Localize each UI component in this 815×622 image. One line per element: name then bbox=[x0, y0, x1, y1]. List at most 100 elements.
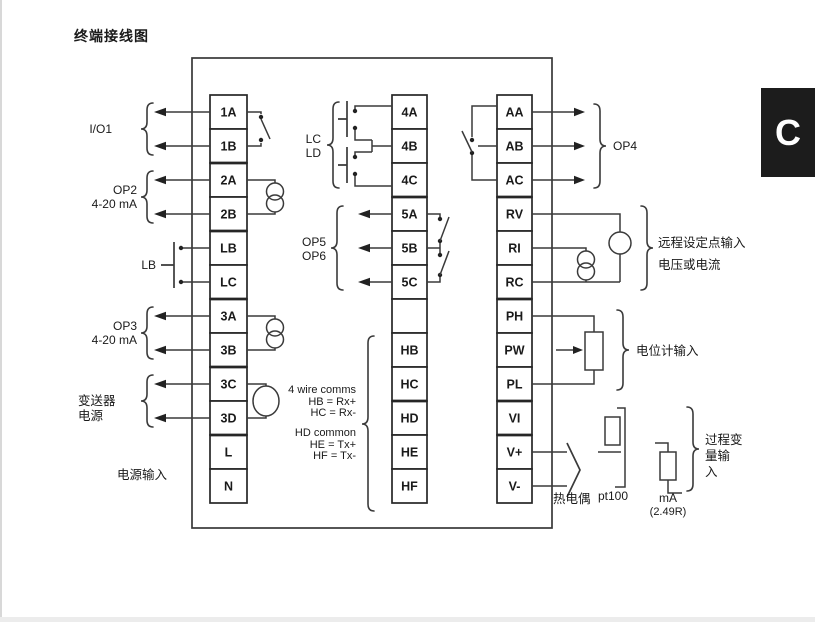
terminal-strip-middle: 4A 4B 4C 5A 5B 5C HB HC HD HE HF bbox=[391, 94, 428, 504]
label-transmitter-2: 电源 bbox=[78, 409, 104, 423]
relay-contact-5a5b bbox=[427, 213, 450, 253]
remote-setpoint-circuit bbox=[532, 213, 632, 283]
terminal-2A-label: 2A bbox=[221, 174, 237, 188]
terminal-Vplus-label: V+ bbox=[507, 446, 523, 460]
terminal-cell bbox=[391, 94, 428, 130]
terminal-strip-right: AA AB AC RV RI RC PH PW PL VI V+ V- bbox=[496, 94, 533, 504]
terminal-PW-label: PW bbox=[504, 344, 524, 358]
label-ld: LD bbox=[306, 146, 322, 160]
label-lc: LC bbox=[306, 132, 322, 146]
changeover-contact-op4 bbox=[461, 105, 497, 181]
terminal-1B-label: 1B bbox=[221, 140, 237, 154]
voltage-source-symbol bbox=[608, 231, 632, 255]
page-edge-left bbox=[0, 0, 2, 622]
terminal-HF-label: HF bbox=[401, 480, 418, 494]
label-thermocouple: 热电偶 bbox=[553, 492, 591, 506]
output-arrows-left bbox=[154, 107, 210, 423]
terminal-AC-label: AC bbox=[505, 174, 523, 188]
label-comms-1: 4 wire comms bbox=[288, 384, 356, 396]
terminal-1A-label: 1A bbox=[221, 106, 237, 120]
terminal-cell bbox=[391, 468, 428, 504]
terminal-HE-label: HE bbox=[401, 446, 418, 460]
terminal-5A-label: 5A bbox=[402, 208, 418, 222]
terminal-RI-label: RI bbox=[508, 242, 521, 256]
brace-remote-setpoint bbox=[640, 205, 654, 291]
label-op4: OP4 bbox=[613, 139, 637, 153]
terminal-PL-label: PL bbox=[507, 378, 523, 392]
thermocouple-symbol bbox=[532, 442, 581, 498]
terminal-cell bbox=[391, 162, 428, 198]
label-comms-3: HC = Rx- bbox=[310, 407, 356, 419]
terminal-LB-label: LB bbox=[220, 242, 237, 256]
terminal-cell bbox=[496, 400, 533, 436]
terminal-RC-label: RC bbox=[505, 276, 523, 290]
terminal-5C-label: 5C bbox=[402, 276, 418, 290]
terminal-cell bbox=[391, 366, 428, 402]
label-comms-6: HF = Tx- bbox=[313, 450, 356, 462]
label-ma-resistor: (2.49R) bbox=[650, 506, 687, 518]
terminal-4C-label: 4C bbox=[402, 174, 418, 188]
chapter-tab-letter: C bbox=[775, 111, 801, 153]
brace-transmitter bbox=[140, 374, 154, 428]
brace-process-variable bbox=[686, 406, 700, 492]
label-pt100: pt100 bbox=[598, 489, 628, 503]
label-op6: OP6 bbox=[302, 249, 326, 263]
brace-op3 bbox=[140, 306, 154, 360]
terminal-4B-label: 4B bbox=[402, 140, 418, 154]
label-potentiometer: 电位计输入 bbox=[636, 343, 699, 358]
terminal-cell bbox=[496, 196, 533, 232]
label-io1: I/O1 bbox=[89, 122, 112, 136]
logic-contact-lb bbox=[161, 242, 210, 288]
terminal-RV-label: RV bbox=[506, 208, 524, 222]
output-arrows-op5op6 bbox=[358, 209, 392, 287]
brace-op2 bbox=[140, 170, 154, 224]
transmitter-supply-circle bbox=[247, 383, 280, 419]
label-remote-sp-1: 远程设定点输入 bbox=[658, 235, 746, 250]
terminal-cell bbox=[391, 128, 428, 164]
label-op2: OP2 bbox=[113, 183, 137, 197]
logic-contact-ld bbox=[338, 147, 392, 187]
label-comms-2: HB = Rx+ bbox=[308, 396, 356, 408]
chapter-tab: C bbox=[761, 88, 815, 177]
current-source-op3 bbox=[247, 315, 285, 351]
pt100-symbol bbox=[598, 407, 626, 488]
brace-op4 bbox=[593, 103, 607, 189]
current-source-remote bbox=[576, 250, 596, 281]
terminal-LC-label: LC bbox=[220, 276, 237, 290]
terminal-cell bbox=[391, 332, 428, 368]
label-op3-range: 4-20 mA bbox=[92, 333, 137, 347]
terminal-cell bbox=[391, 400, 428, 436]
label-comms-5: HE = Tx+ bbox=[310, 439, 356, 451]
terminal-3D-label: 3D bbox=[221, 412, 237, 426]
terminal-PH-label: PH bbox=[506, 310, 523, 324]
terminal-Vminus-label: V- bbox=[509, 480, 521, 494]
terminal-2B-label: 2B bbox=[221, 208, 237, 222]
label-ma: mA bbox=[659, 491, 677, 505]
terminal-cell bbox=[496, 332, 533, 368]
page-edge-bottom bbox=[0, 617, 815, 622]
terminal-HC-label: HC bbox=[400, 378, 418, 392]
brace-potentiometer bbox=[616, 309, 630, 391]
label-process-variable-3: 入 bbox=[705, 465, 718, 479]
terminal-cell bbox=[209, 468, 248, 504]
instrument-outline bbox=[191, 57, 553, 529]
ma-resistor-symbol bbox=[655, 442, 682, 494]
terminal-cell bbox=[209, 264, 248, 300]
logic-contact-lc bbox=[338, 101, 392, 152]
terminal-5B-label: 5B bbox=[402, 242, 418, 256]
terminal-3C-label: 3C bbox=[221, 378, 237, 392]
brace-io1 bbox=[140, 102, 154, 156]
label-op3: OP3 bbox=[113, 319, 137, 333]
terminal-4A-label: 4A bbox=[402, 106, 418, 120]
relay-contact-5b5c bbox=[427, 250, 450, 283]
potentiometer-symbol bbox=[532, 315, 604, 385]
label-process-variable-1: 过程变 bbox=[705, 432, 743, 447]
relay-contact-1a1b bbox=[247, 111, 271, 147]
brace-comms bbox=[361, 335, 375, 512]
terminal-AB-label: AB bbox=[505, 140, 523, 154]
page-title: 终端接线图 bbox=[74, 28, 149, 44]
terminal-HB-label: HB bbox=[400, 344, 418, 358]
terminal-strip-left: 1A 1B 2A 2B LB LC 3A 3B 3C 3D L N bbox=[209, 94, 248, 504]
label-op2-range: 4-20 mA bbox=[92, 197, 137, 211]
